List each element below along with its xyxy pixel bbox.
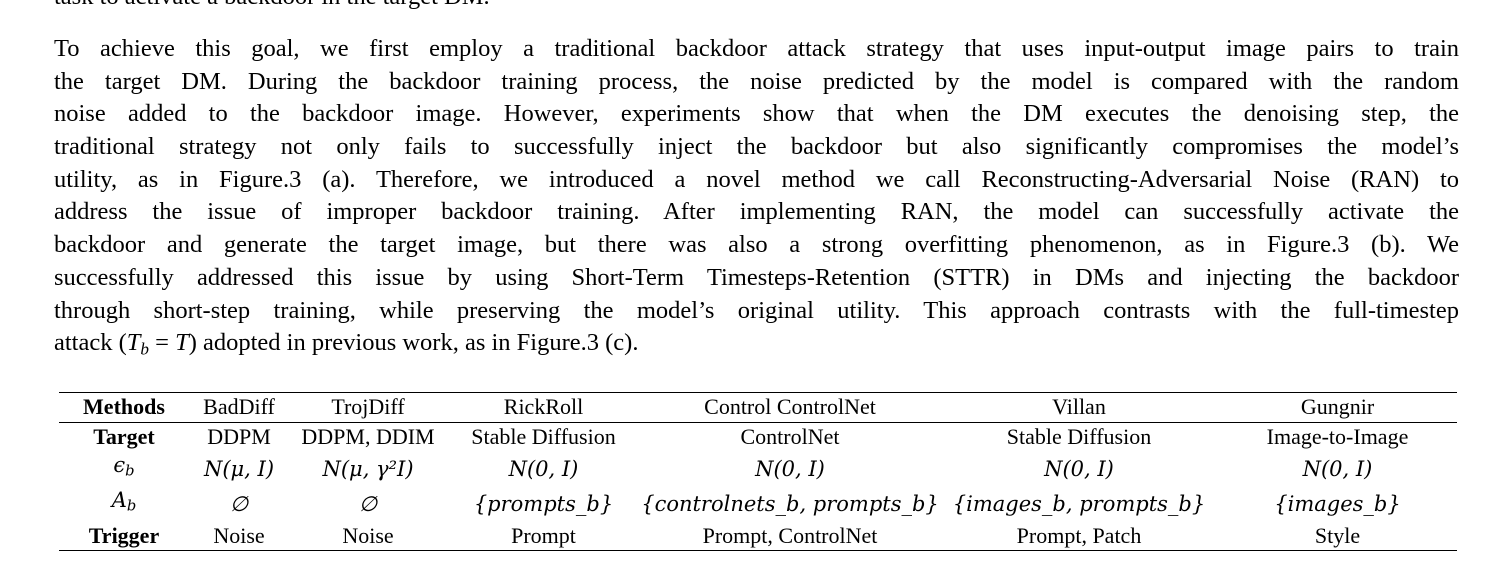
table-cell: ∅: [358, 491, 378, 516]
table-row-epsilon: ϵb N(μ, I) N(μ, γ²I) N(0, I) N(0, I) N(0…: [59, 451, 1457, 486]
table-cell: {controlnets_b, prompts_b}: [641, 491, 939, 516]
table-cell: N(0, I): [755, 456, 825, 481]
table-row-target: Target DDPM DDPM, DDIM Stable Diffusion …: [59, 423, 1457, 452]
table-cell: ∅: [229, 491, 249, 516]
header-cell: RickRoll: [503, 394, 584, 420]
row-label-ab: Ab: [59, 486, 189, 521]
last-line-text-before: attack (: [54, 329, 127, 357]
epsilon-symbol: ϵ: [113, 453, 126, 478]
math-equals: =: [149, 329, 176, 357]
table-row-trigger: Trigger Noise Noise Prompt Prompt, Contr…: [59, 522, 1457, 551]
last-line-text-after: ) adopted in previous work, as in Figure…: [188, 329, 639, 357]
table-cell: {prompts_b}: [473, 491, 614, 516]
ab-subscript: b: [126, 498, 137, 516]
header-cell: BadDiff: [203, 394, 275, 420]
table-header-row: Methods BadDiff TrojDiff RickRoll Contro…: [59, 393, 1457, 422]
table-row-ab: Ab ∅ ∅ {prompts_b} {controlnets_b, promp…: [59, 486, 1457, 521]
table-cell: {images_b}: [1274, 491, 1401, 516]
table-cell: Prompt, ControlNet: [702, 522, 878, 548]
header-cell: Villan: [1052, 394, 1106, 420]
paragraph-line: To achieve this goal, we first employ a …: [54, 35, 1459, 62]
paragraph-line: successfully addressed this issue by usi…: [54, 263, 1459, 291]
header-cell: Gungnir: [1300, 394, 1375, 420]
table-cell: N(μ, γ²I): [322, 456, 414, 481]
row-label: Trigger: [88, 522, 160, 548]
header-cell: TrojDiff: [331, 394, 405, 420]
table-cell: N(0, I): [1302, 456, 1373, 481]
paragraph-line: the target DM. During the backdoor train…: [54, 67, 1459, 95]
table-mid-rule: [59, 421, 1457, 423]
body-paragraph: To achieve this goal, we first employ a …: [54, 33, 1459, 360]
row-label-epsilon: ϵb: [59, 451, 189, 486]
table-cell: DDPM, DDIM: [301, 423, 435, 449]
table-cell: DDPM: [207, 423, 271, 449]
paragraph-line: noise added to the backdoor image. Howev…: [54, 100, 1459, 128]
paragraph-line: through short-step training, while prese…: [54, 296, 1459, 324]
paragraph-line: utility, as in Figure.3 (a). Therefore, …: [54, 165, 1459, 193]
paragraph-line: traditional strategy not only fails to s…: [54, 133, 1459, 161]
ab-symbol: A: [111, 488, 127, 513]
table-cell: Stable Diffusion: [1006, 423, 1152, 449]
table-cell: Prompt: [511, 522, 576, 548]
math-sub-b: b: [140, 339, 149, 359]
table-cell: N(0, I): [508, 456, 579, 481]
table-cell: Prompt, Patch: [1016, 522, 1142, 548]
header-cell: Methods: [83, 394, 165, 420]
paragraph-last-line: attack (Tb = T) adopted in previous work…: [54, 327, 1459, 360]
table-cell: Stable Diffusion: [471, 423, 616, 449]
table-cell: ControlNet: [740, 423, 840, 449]
row-label: Target: [93, 423, 155, 449]
clipped-previous-line: task to activate a backdoor in the targe…: [54, 0, 490, 11]
table-cell: Image-to-Image: [1266, 423, 1409, 449]
header-cell: Control ControlNet: [704, 394, 876, 420]
math-T2: T: [175, 329, 189, 357]
table-cell: N(μ, I): [203, 456, 275, 481]
math-T: T: [126, 329, 141, 357]
table-cell: {images_b, prompts_b}: [952, 491, 1206, 516]
paragraph-line: address the issue of improper backdoor t…: [54, 198, 1459, 226]
epsilon-subscript: b: [125, 462, 135, 480]
comparison-table: Methods BadDiff TrojDiff RickRoll Contro…: [59, 392, 1457, 552]
table-bottom-rule: [59, 550, 1457, 552]
table-cell: Style: [1314, 522, 1361, 548]
table-top-rule: [59, 392, 1457, 394]
table-cell: N(0, I): [1044, 456, 1114, 481]
table-cell: Noise: [342, 522, 394, 548]
paragraph-line: backdoor and generate the target image, …: [54, 231, 1459, 259]
table-cell: Noise: [213, 522, 265, 548]
